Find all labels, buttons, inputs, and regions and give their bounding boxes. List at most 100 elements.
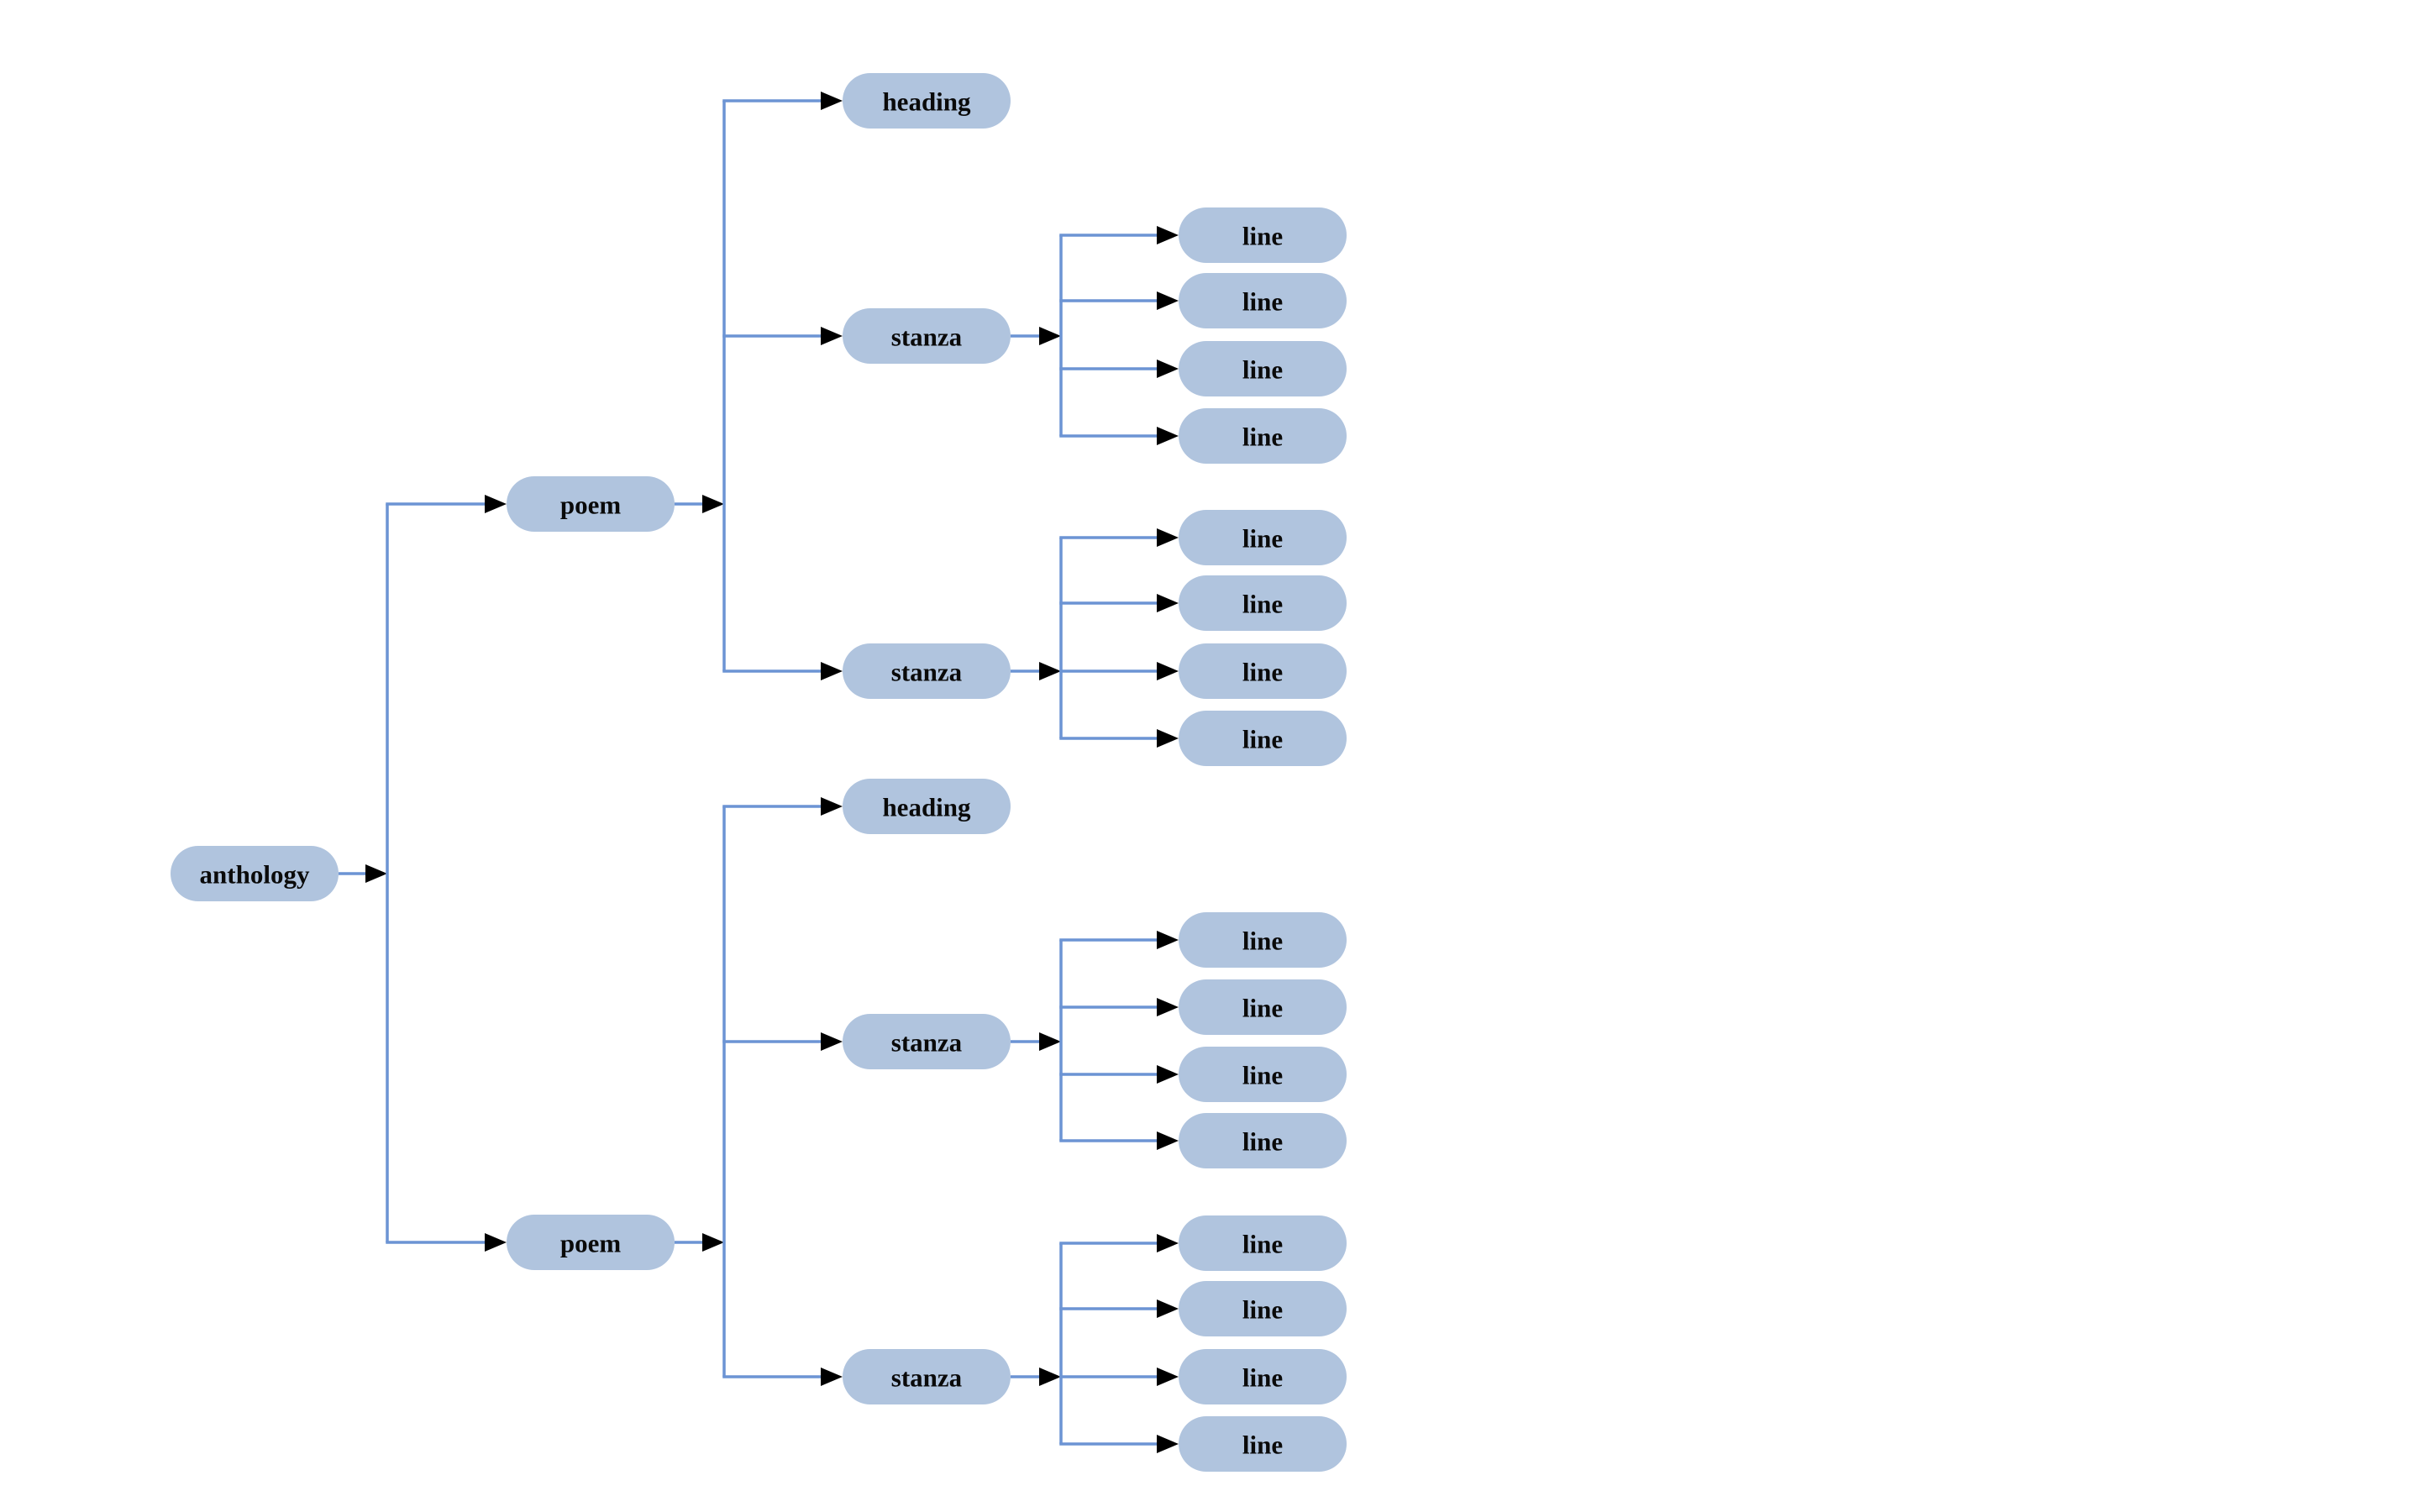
edge-arrowhead-icon (821, 1032, 843, 1051)
edge-arrowhead-icon (821, 92, 843, 110)
node-pill (1179, 979, 1347, 1035)
edge-arrowhead-icon (1157, 1234, 1179, 1252)
node-pill (507, 476, 675, 532)
node-label: line (1242, 1127, 1283, 1157)
node-label: stanza (891, 1363, 963, 1393)
tree-node-line-3-1: line (1179, 912, 1347, 968)
node-pill (1179, 575, 1347, 631)
tree-node-line-4-2: line (1179, 1281, 1347, 1336)
tree-node-poem-2: poem (507, 1215, 675, 1270)
tree-node-line-2-1: line (1179, 510, 1347, 565)
edge-arrowhead-icon (1039, 1032, 1061, 1051)
node-pill (1179, 341, 1347, 396)
tree-node-heading-1: heading (843, 73, 1011, 129)
node-label: stanza (891, 323, 963, 352)
node-label: heading (882, 793, 971, 822)
edge-arrowhead-icon (702, 1233, 724, 1252)
edge-arrowhead-icon (1157, 528, 1179, 547)
tree-nodes: anthology poem heading stanza line line line li… (171, 73, 1347, 1472)
node-label: line (1242, 1061, 1283, 1090)
node-label: line (1242, 1295, 1283, 1325)
node-pill (1179, 1113, 1347, 1168)
edge-arrowhead-icon (702, 495, 724, 513)
node-pill (843, 308, 1011, 364)
tree-node-line-2-3: line (1179, 643, 1347, 699)
node-label: poem (560, 491, 622, 520)
edge-arrowhead-icon (1157, 226, 1179, 244)
edge-arrowhead-icon (485, 1233, 507, 1252)
edge-arrowhead-icon (1157, 1131, 1179, 1150)
node-label: line (1242, 927, 1283, 956)
edge-arrowhead-icon (1157, 998, 1179, 1016)
edge-arrowhead-icon (821, 327, 843, 345)
node-pill (1179, 643, 1347, 699)
node-label: line (1242, 287, 1283, 317)
tree-node-line-3-3: line (1179, 1047, 1347, 1102)
node-label: line (1242, 725, 1283, 754)
tree-node-stanza-3: stanza (843, 1014, 1011, 1069)
tree-node-anthology: anthology (171, 846, 339, 901)
edge-arrowhead-icon (1039, 1368, 1061, 1386)
node-pill (1179, 711, 1347, 766)
tree-node-stanza-2: stanza (843, 643, 1011, 699)
edge-arrowhead-icon (821, 797, 843, 816)
node-pill (1179, 510, 1347, 565)
tree-node-line-1-1: line (1179, 207, 1347, 263)
tree-node-poem-1: poem (507, 476, 675, 532)
edge-arrowhead-icon (1157, 1435, 1179, 1453)
node-label: line (1242, 1363, 1283, 1393)
tree-node-heading-2: heading (843, 779, 1011, 834)
tree-node-line-1-3: line (1179, 341, 1347, 396)
node-pill (1179, 207, 1347, 263)
edge-arrowhead-icon (821, 1368, 843, 1386)
node-pill (1179, 912, 1347, 968)
tree-node-stanza-4: stanza (843, 1349, 1011, 1404)
tree-edges (339, 92, 1179, 1453)
edge-arrowhead-icon (821, 662, 843, 680)
node-label: line (1242, 658, 1283, 687)
edge-arrowhead-icon (365, 864, 387, 883)
node-label: poem (560, 1229, 622, 1258)
node-pill (171, 846, 339, 901)
node-label: line (1242, 423, 1283, 452)
tree-node-line-2-2: line (1179, 575, 1347, 631)
node-label: line (1242, 590, 1283, 619)
node-pill (843, 1014, 1011, 1069)
node-pill (507, 1215, 675, 1270)
edge-arrowhead-icon (1157, 291, 1179, 310)
edge-arrowhead-icon (1157, 360, 1179, 378)
node-pill (1179, 1349, 1347, 1404)
tree-node-line-4-3: line (1179, 1349, 1347, 1404)
node-pill (843, 73, 1011, 129)
node-pill (843, 643, 1011, 699)
node-label: heading (882, 87, 971, 117)
edge-arrowhead-icon (1157, 1065, 1179, 1084)
tree-node-line-2-4: line (1179, 711, 1347, 766)
node-pill (843, 1349, 1011, 1404)
node-label: line (1242, 355, 1283, 385)
tree-node-line-3-2: line (1179, 979, 1347, 1035)
node-label: stanza (891, 658, 963, 687)
tree-node-line-4-1: line (1179, 1215, 1347, 1271)
edge-arrowhead-icon (485, 495, 507, 513)
node-label: line (1242, 994, 1283, 1023)
node-pill (1179, 1281, 1347, 1336)
edge-arrowhead-icon (1039, 662, 1061, 680)
node-label: line (1242, 524, 1283, 554)
edge-arrowhead-icon (1157, 1299, 1179, 1318)
edge-arrowhead-icon (1157, 729, 1179, 748)
node-pill (1179, 1047, 1347, 1102)
tree-node-line-4-4: line (1179, 1416, 1347, 1472)
tree-node-stanza-1: stanza (843, 308, 1011, 364)
edge-arrowhead-icon (1039, 327, 1061, 345)
edge-arrowhead-icon (1157, 427, 1179, 445)
tree-node-line-3-4: line (1179, 1113, 1347, 1168)
node-pill (1179, 1215, 1347, 1271)
tree-node-line-1-2: line (1179, 273, 1347, 328)
node-label: anthology (200, 860, 310, 890)
node-pill (1179, 408, 1347, 464)
node-pill (1179, 273, 1347, 328)
node-label: line (1242, 222, 1283, 251)
